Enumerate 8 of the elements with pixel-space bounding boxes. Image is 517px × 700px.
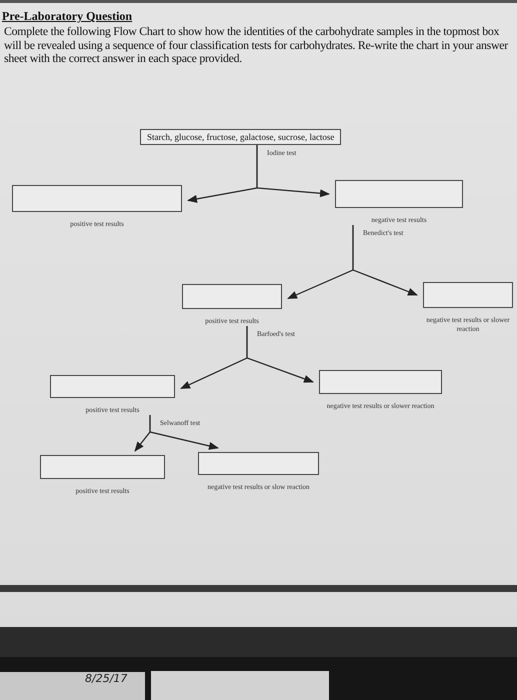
arrow <box>352 225 418 296</box>
arrow <box>246 326 314 383</box>
handwritten-date: 8/25/17 <box>85 672 128 685</box>
heading: Pre-Laboratory Question <box>2 9 132 24</box>
sample-box: Starch, glucose, fructose, galactose, sucrose, lactose <box>140 129 342 145</box>
arrow <box>149 415 219 450</box>
instruction-paragraph: Complete the following Flow Chart to show how the identities of the carbohydrate samples in the topmost box will be revealed using a sequence of four classification tests for carbohydrates. Re-write the chart in your answer sheet with the correct answer in each space provided. <box>4 25 509 66</box>
arrow <box>256 145 330 198</box>
